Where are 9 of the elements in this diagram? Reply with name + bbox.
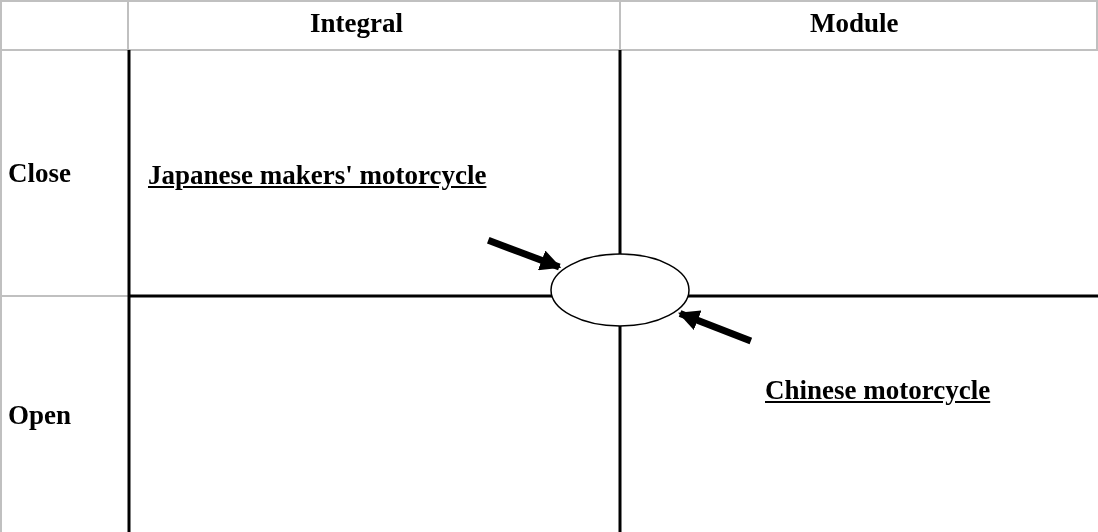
row-header: Open xyxy=(8,400,72,431)
column-header: Module xyxy=(810,8,899,39)
item-label: Japanese makers' motorcycle xyxy=(148,160,487,191)
arrow xyxy=(678,310,753,345)
item-label: Chinese motorcycle xyxy=(765,375,991,406)
arrow xyxy=(487,236,562,271)
ellipse-shape xyxy=(550,253,690,327)
row-header: Close xyxy=(8,158,71,189)
column-header: Integral xyxy=(310,8,403,39)
